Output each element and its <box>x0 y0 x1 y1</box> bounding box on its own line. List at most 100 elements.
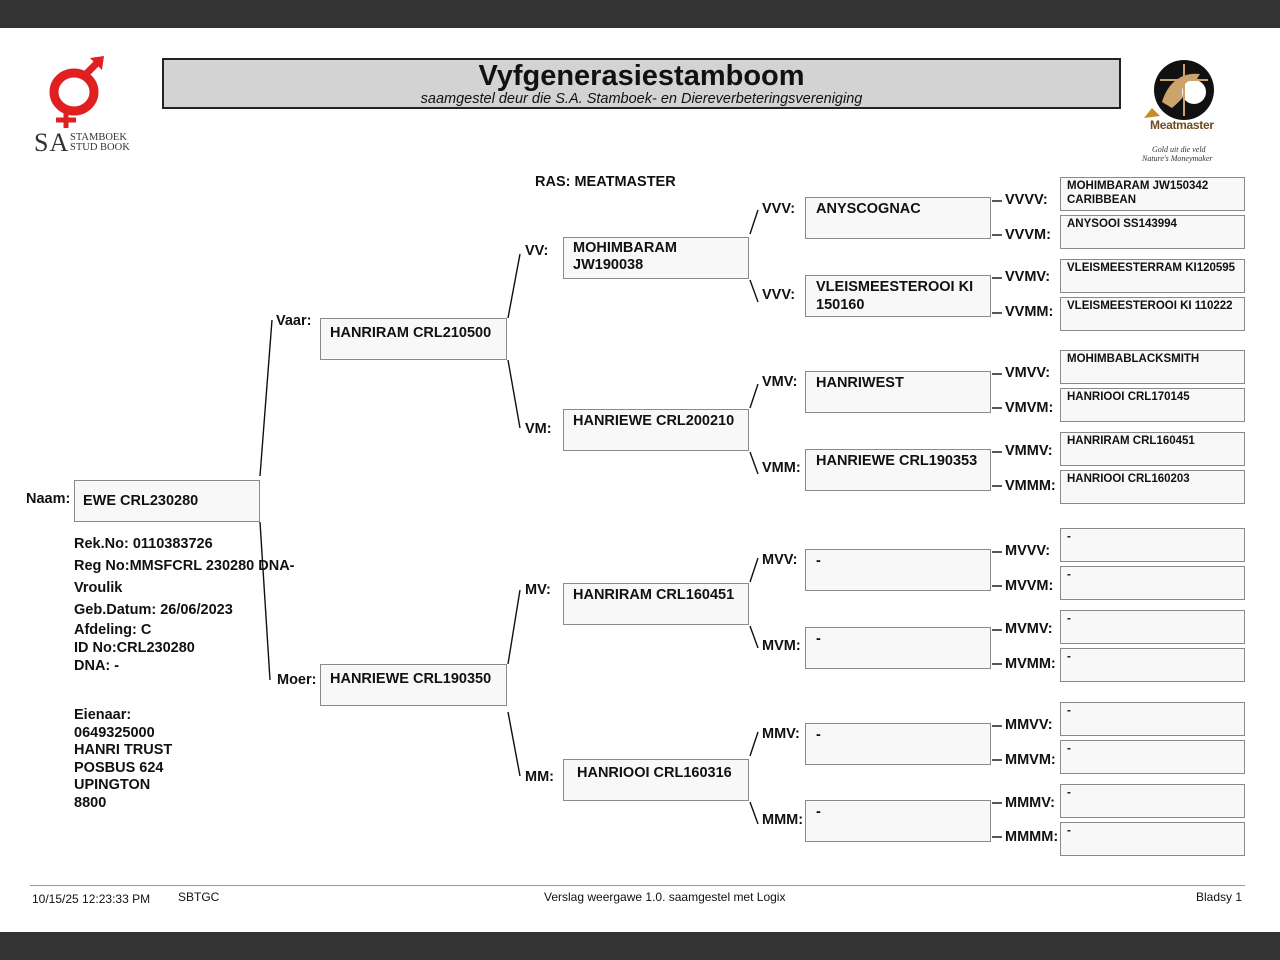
mv-box: HANRIRAM CRL160451 <box>563 583 749 625</box>
id-number: ID No:CRL230280 <box>74 640 195 656</box>
sex: Vroulik <box>74 580 123 596</box>
footer-timestamp: 10/15/25 12:23:33 PM <box>32 892 151 906</box>
mmmv-label: MMMV: <box>1005 795 1055 811</box>
footer-page-number: Bladsy 1 <box>1196 890 1243 904</box>
registration-number: Rek.No: 0110383726 <box>74 536 213 552</box>
mvmm-box: - <box>1060 648 1245 682</box>
mvm-box: - <box>805 627 991 669</box>
studbook-words: STAMBOEK STUD BOOK <box>70 132 130 153</box>
vvmv-box: VLEISMEESTERRAM KI120595 <box>1060 259 1245 293</box>
footer-code: SBTGC <box>178 890 220 904</box>
breed-label: RAS: MEATMASTER <box>535 174 676 190</box>
vmm-label: VMM: <box>762 460 801 476</box>
vmv-box: HANRIWEST <box>805 371 991 413</box>
dna: DNA: - <box>74 658 120 674</box>
owner-block: Eienaar: 0649325000 HANRI TRUST POSBUS 6… <box>74 707 172 812</box>
mmvv-label: MMVV: <box>1005 717 1053 733</box>
birth-date: Geb.Datum: 26/06/2023 <box>74 602 233 618</box>
vmmm-box: HANRIOOI CRL160203 <box>1060 470 1245 504</box>
studbook-line2: STUD BOOK <box>70 142 130 153</box>
mvm-label: MVM: <box>762 638 801 654</box>
vm-label: VM: <box>525 421 552 437</box>
mv-label: MV: <box>525 582 551 598</box>
mm-box: HANRIOOI CRL160316 <box>563 759 749 801</box>
meatmaster-tagline-1: Gold uit die veld <box>1152 145 1206 154</box>
title-banner: Vyfgenerasiestamboom saamgestel deur die… <box>162 58 1121 109</box>
owner-town: UPINGTON <box>74 777 151 793</box>
owner-name: HANRI TRUST <box>74 742 173 758</box>
mvmm-label: MVMM: <box>1005 656 1056 672</box>
owner-postcode: 8800 <box>74 794 107 811</box>
vvv-box-1: ANYSCOGNAC <box>805 197 991 239</box>
meatmaster-logo: Meatmaster Gold uit die veld Nature's Mo… <box>1138 58 1224 166</box>
mm-label: MM: <box>525 769 554 785</box>
vvvm-box: ANYSOOI SS143994 <box>1060 215 1245 249</box>
owner-address: POSBUS 624 <box>74 759 164 776</box>
mvvm-label: MVVM: <box>1005 578 1054 594</box>
mmvm-label: MMVM: <box>1005 752 1056 768</box>
footer-report-version: Verslag weergawe 1.0. saamgestel met Log… <box>544 890 786 904</box>
animal-details-extra: Afdeling: C ID No:CRL230280 DNA: - <box>74 621 195 675</box>
mvvm-box: - <box>1060 566 1245 600</box>
mmm-label: MMM: <box>762 812 804 828</box>
mmvv-box: - <box>1060 702 1245 736</box>
vvmv-label: VVMV: <box>1005 269 1051 285</box>
mvvv-box: - <box>1060 528 1245 562</box>
dam-box: HANRIEWE CRL190350 <box>320 664 507 706</box>
page-subtitle: saamgestel deur die S.A. Stamboek- en Di… <box>420 91 863 107</box>
animal-name-box: EWE CRL230280 <box>74 480 260 522</box>
vv-label: VV: <box>525 243 549 259</box>
mmmv-box: - <box>1060 784 1245 818</box>
vvvv-label: VVVV: <box>1005 192 1048 208</box>
stud-symbol-icon <box>49 56 104 128</box>
mvv-box: - <box>805 549 991 591</box>
vmvv-label: VMVV: <box>1005 365 1051 381</box>
dam-label: Moer: <box>277 672 317 688</box>
animal-details: Rek.No: 0110383726 Reg No:MMSFCRL 230280… <box>74 533 295 621</box>
vmmv-label: VMMV: <box>1005 443 1053 459</box>
vvv-label-2: VVV: <box>762 287 796 303</box>
vvmm-label: VVMM: <box>1005 304 1054 320</box>
owner-heading: Eienaar: <box>74 707 132 723</box>
vvvv-box: MOHIMBARAM JW150342 CARIBBEAN <box>1060 177 1245 211</box>
meatmaster-wordmark: Meatmaster <box>1150 118 1214 132</box>
mmmm-label: MMMM: <box>1005 829 1059 845</box>
sa-letters: SA <box>34 128 70 157</box>
sa-studbook-logo: SA STAMBOEK STUD BOOK <box>30 56 140 160</box>
animal-name-label: Naam: <box>26 491 71 507</box>
mvv-label: MVV: <box>762 552 798 568</box>
vmvm-box: HANRIOOI CRL170145 <box>1060 388 1245 422</box>
mmmm-box: - <box>1060 822 1245 856</box>
sire-label: Vaar: <box>276 313 312 329</box>
vvmm-box: VLEISMEESTEROOI KI 110222 <box>1060 297 1245 331</box>
owner-number: 0649325000 <box>74 724 155 741</box>
studbook-line1: STAMBOEK <box>70 132 127 143</box>
mmvm-box: - <box>1060 740 1245 774</box>
top-dark-bar <box>0 0 1280 28</box>
meatmaster-emblem-icon <box>1144 60 1214 120</box>
section: Afdeling: C <box>74 622 152 638</box>
vv-box: MOHIMBARAM JW190038 <box>563 237 749 279</box>
vmm-box: HANRIEWE CRL190353 <box>805 449 991 491</box>
page-title: Vyfgenerasiestamboom <box>478 60 805 92</box>
mmv-label: MMV: <box>762 726 800 742</box>
reg-number: Reg No:MMSFCRL 230280 DNA- <box>74 558 295 574</box>
mmv-box: - <box>805 723 991 765</box>
mmm-box: - <box>805 800 991 842</box>
mvmv-label: MVMV: <box>1005 621 1053 637</box>
vmv-label: VMV: <box>762 374 798 390</box>
vmvv-box: MOHIMBABLACKSMITH <box>1060 350 1245 384</box>
vmmv-box: HANRIRAM CRL160451 <box>1060 432 1245 466</box>
footer-divider <box>30 885 1245 886</box>
vvv-box-2: VLEISMEESTEROOI KI 150160 <box>805 275 991 317</box>
vvv-label-1: VVV: <box>762 201 796 217</box>
vm-box: HANRIEWE CRL200210 <box>563 409 749 451</box>
meatmaster-tagline-2: Nature's Moneymaker <box>1142 154 1213 163</box>
vvvm-label: VVVM: <box>1005 227 1051 243</box>
vmvm-label: VMVM: <box>1005 400 1054 416</box>
mvvv-label: MVVV: <box>1005 543 1051 559</box>
mvmv-box: - <box>1060 610 1245 644</box>
vmmm-label: VMMM: <box>1005 478 1056 494</box>
bottom-dark-bar <box>0 932 1280 960</box>
